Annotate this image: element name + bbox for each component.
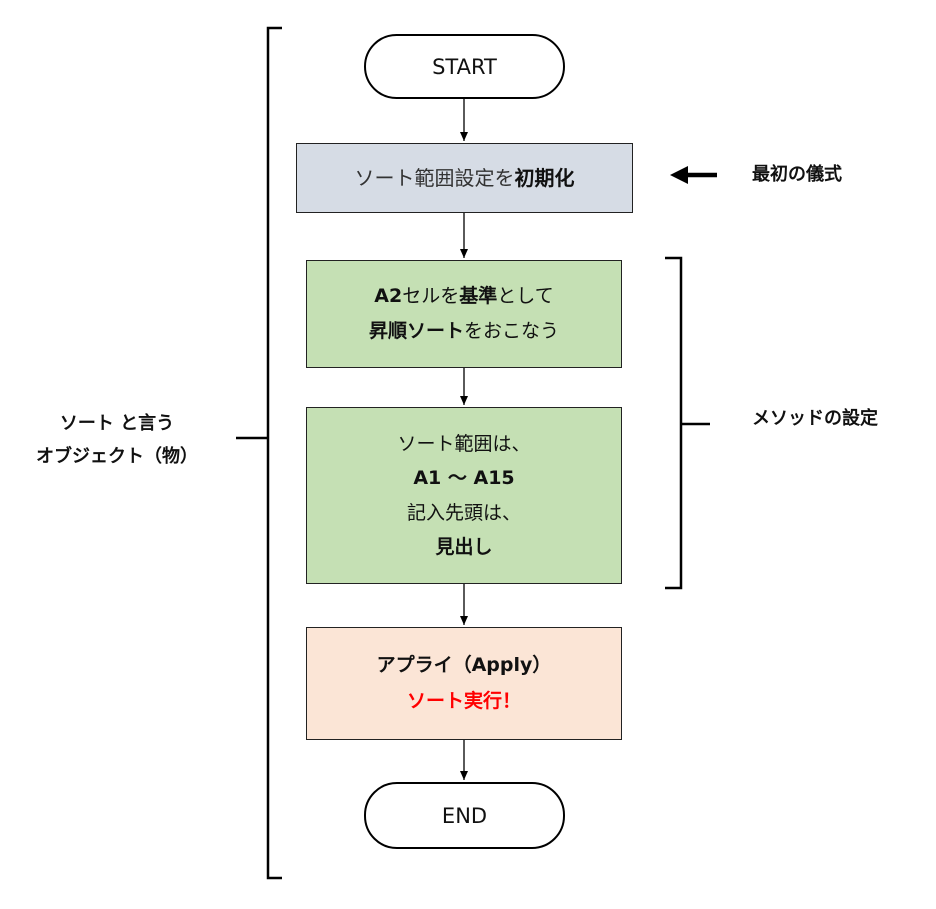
sort-step: A2セルを基準として 昇順ソートをおこなう [306,260,622,368]
sort-text-f: をおこなう [464,320,560,342]
ritual-label: 最初の儀式 [752,164,842,185]
object-label-line-1: ソート と言う [59,413,175,434]
range-line-2: A1 〜 A15 [413,467,515,490]
method-label: メソッドの設定 [752,408,878,429]
init-step: ソート範囲設定を初期化 [296,143,633,213]
init-text: ソート範囲設定を初期化 [355,166,575,190]
apply-line-1: アプライ（Apply） [376,654,552,677]
ritual-pointer-arrow [670,166,717,184]
sort-text-b: セルを [402,284,460,307]
range-line-4: 見出し [435,535,493,558]
end-label: END [441,803,488,828]
apply-step: アプライ（Apply） ソート実行！ [306,627,622,740]
sort-text-d: として [497,284,554,307]
start-label: START [432,54,497,79]
sort-line-1: A2セルを基準として [374,279,553,314]
sort-key: 基準 [459,284,498,307]
method-brace [665,256,710,590]
range-line-3: 記入先頭は、 [406,501,521,524]
init-text-a: ソート範囲設定を [354,166,515,190]
end-terminal: END [364,782,565,849]
sort-cell: A2 [374,284,403,307]
sort-order: 昇順ソート [368,320,464,342]
apply-line-2: ソート実行！ [406,689,521,712]
range-step: ソート範囲は、 A1 〜 A15 記入先頭は、 見出し [306,407,622,584]
object-brace [236,26,282,880]
start-terminal: START [364,34,565,99]
range-line-1: ソート範囲は、 [397,433,531,456]
object-label: ソート と言う オブジェクト（物） [8,407,226,474]
init-text-b: 初期化 [514,166,575,190]
sort-line-2: 昇順ソートをおこなう [369,314,559,349]
object-label-line-2: オブジェクト（物） [36,446,198,468]
